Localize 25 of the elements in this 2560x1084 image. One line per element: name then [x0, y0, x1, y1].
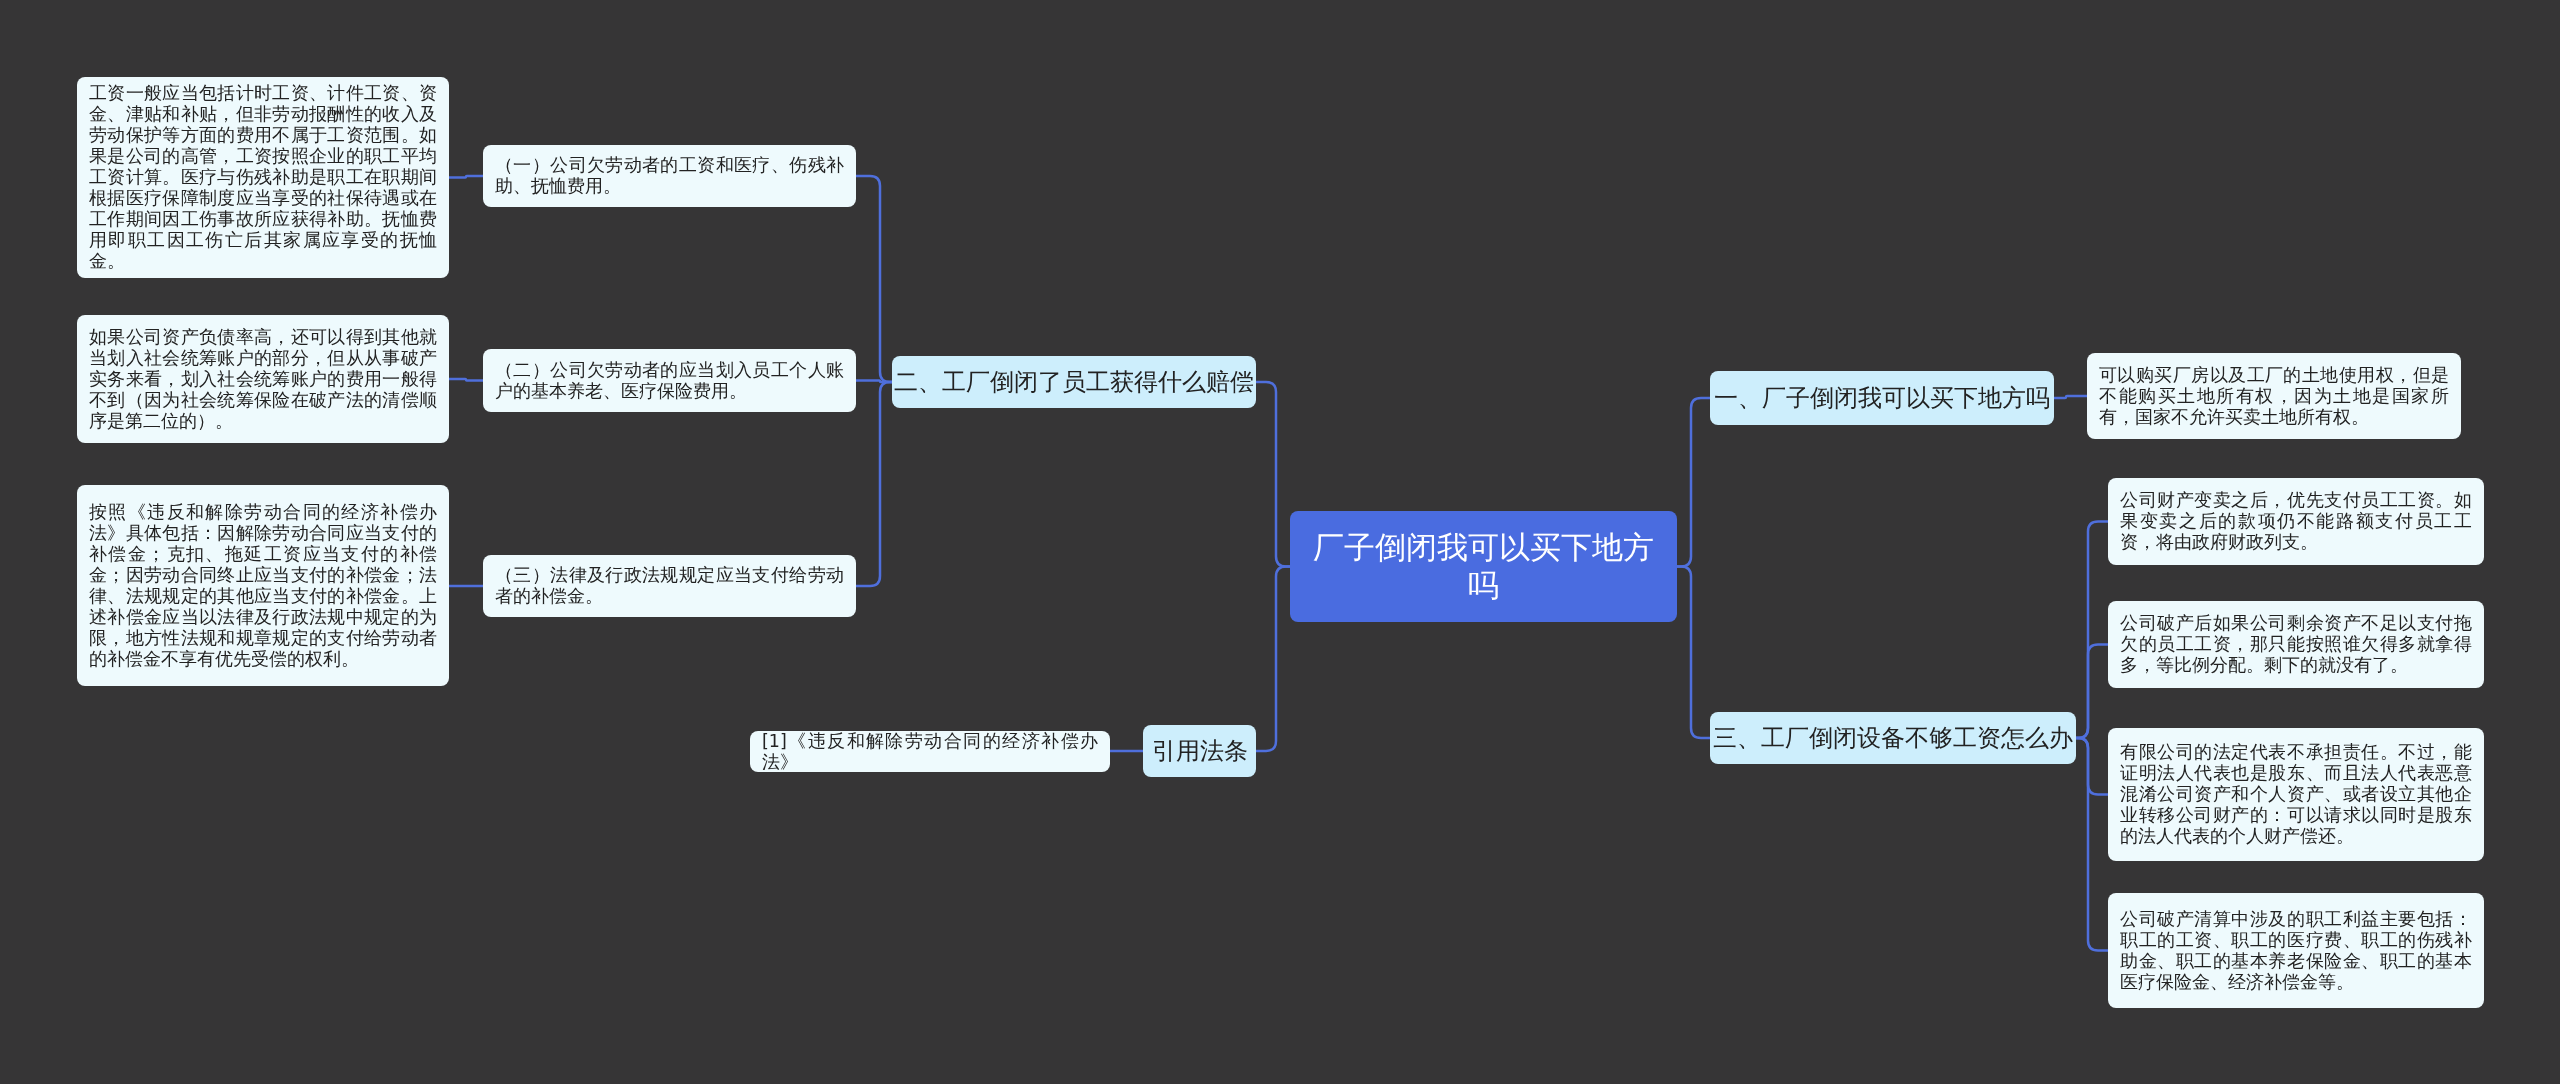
- text-box: [1]《违反和解除劳动合同的经济补偿办法》: [750, 731, 1110, 772]
- connector-line: [2054, 394, 2087, 400]
- text-box: （一）公司欠劳动者的工资和医疗、伤残补助、抚恤费用。: [483, 145, 856, 207]
- text-box: 公司破产后如果公司剩余资产不足以支付拖欠的员工工资，那只能按照谁欠得多就拿得多，等比例分配。剩下的就没有了。: [2108, 601, 2484, 688]
- text-box: （二）公司欠劳动者的应当划入员工个人账户的基本养老、医疗保险费用。: [483, 349, 856, 412]
- text-box: 可以购买厂房以及工厂的土地使用权，但是不能购买土地所有权，因为土地是国家所有，国家不允许买卖土地所有权。: [2087, 353, 2461, 439]
- topic-box: 引用法条: [1143, 725, 1256, 777]
- connector-line: [1677, 565, 1710, 740]
- text-box: 公司破产清算中涉及的职工利益主要包括：职工的工资、职工的医疗费、职工的伤残补助金、职工的基本养老保险金、职工的基本医疗保险金、经济补偿金等。: [2108, 893, 2484, 1008]
- connector-line: [449, 377, 483, 382]
- topic-box: 一、厂子倒闭我可以买下地方吗: [1710, 371, 2054, 425]
- text-box: 工资一般应当包括计时工资、计件工资、资金、津贴和补贴，但非劳动报酬性的收入及劳动保护等方面的费用不属于工资范围。如果是公司的高管，工资按照企业的职工平均工资计算。医疗与伤残补助是职工在职期间根据医疗保障制度应当享受的社保待遇或在工作期间因工伤事故所应获得补助。抚恤费用即职工因工伤亡后其家属应享受的抚恤金。: [77, 77, 449, 278]
- topic-box: 二、工厂倒闭了员工获得什么赔偿: [892, 356, 1256, 408]
- connector-line: [449, 584, 483, 588]
- connector-line: [1256, 565, 1290, 753]
- text-box: 公司财产变卖之后，优先支付员工工资。如果变卖之后的款项仍不能路额支付员工工资，将由政府财政列支。: [2108, 478, 2484, 565]
- text-box: 有限公司的法定代表不承担责任。不过，能证明法人代表也是股东、而且法人代表恶意混淆公司资产和个人资产、或者设立其他企业转移公司财产的：可以请求以同时是股东的法人代表的个人财产偿还。: [2108, 728, 2484, 861]
- topic-box: 三、工厂倒闭设备不够工资怎么办: [1710, 712, 2076, 764]
- connector-line: [449, 174, 483, 179]
- text-box: 按照《违反和解除劳动合同的经济补偿办法》具体包括：因解除劳动合同应当支付的补偿金；克扣、拖延工资应当支付的补偿金；因劳动合同终止应当支付的补偿金；法律、法规规定的其他应当支付的补偿金。上述补偿金应当以法律及行政法规中规定的为限，地方性法规和规章规定的支付给劳动者的补偿金不享有优先受偿的权利。: [77, 485, 449, 686]
- central-topic: 厂子倒闭我可以买下地方吗: [1290, 511, 1677, 622]
- text-box: （三）法律及行政法规规定应当支付给劳动者的补偿金。: [483, 555, 856, 617]
- text-box: 如果公司资产负债率高，还可以得到其他就当划入社会统筹账户的部分，但从从事破产实务来看，划入社会统筹账户的费用一般得不到（因为社会统筹保险在破产法的清偿顺序是第二位的）。: [77, 315, 449, 443]
- connector-line: [1110, 749, 1143, 753]
- connector-line: [2076, 736, 2108, 952]
